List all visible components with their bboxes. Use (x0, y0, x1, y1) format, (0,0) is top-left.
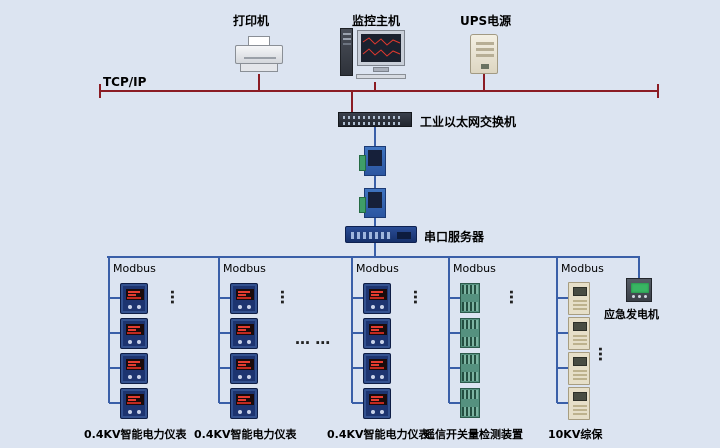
monitor-screen (361, 34, 401, 62)
protection-relay (568, 387, 590, 420)
caption-column-2: 0.4KV智能电力仪表 (194, 428, 297, 441)
modbus-label-4: Modbus (453, 262, 496, 275)
ellipsis-vertical: … (506, 289, 524, 305)
ethernet-switch-device (338, 112, 412, 127)
power-meter (363, 353, 391, 384)
caption-column-4: 遥信开关量检测装置 (424, 428, 523, 441)
printer-body (235, 45, 283, 64)
power-meter (230, 353, 258, 384)
printer-label: 打印机 (233, 14, 270, 28)
protection-relay (568, 282, 590, 315)
ellipsis-vertical: … (277, 289, 295, 305)
media-converter-1 (359, 146, 386, 176)
monitor-stand (373, 67, 389, 72)
monitor-host-label: 监控主机 (352, 14, 401, 28)
remote-signal-module (460, 388, 480, 418)
modbus-bus-wires (107, 127, 640, 404)
media-converter-2 (359, 188, 386, 218)
emergency-generator-device (626, 278, 652, 302)
ellipsis-vertical: … (595, 346, 613, 362)
modbus-label-3: Modbus (356, 262, 399, 275)
protection-relay (568, 352, 590, 385)
ellipsis-vertical: … (410, 289, 428, 305)
waveform-graphic (362, 37, 401, 57)
caption-column-1: 0.4KV智能电力仪表 (84, 428, 187, 441)
power-meter (230, 283, 258, 314)
power-meter (230, 388, 258, 419)
serial-port-server-device (345, 226, 417, 243)
tcpip-label: TCP/IP (103, 75, 147, 89)
keyboard (356, 74, 406, 79)
power-meter (120, 353, 148, 384)
tcpip-bus-wires (99, 74, 659, 113)
remote-signal-module (460, 318, 480, 348)
caption-column-3: 0.4KV智能电力仪表 (327, 428, 430, 441)
power-meter (120, 388, 148, 419)
remote-signal-module (460, 283, 480, 313)
power-meter (120, 283, 148, 314)
serial-server-label: 串口服务器 (424, 230, 485, 244)
ellipsis-horizontal: … … (295, 330, 331, 348)
monitoring-host-device (340, 26, 408, 82)
emergency-generator-label: 应急发电机 (604, 308, 659, 321)
crt-monitor (357, 30, 405, 66)
ups-label: UPS电源 (460, 14, 512, 28)
caption-column-5: 10KV综保 (548, 428, 603, 441)
power-meter (363, 318, 391, 349)
power-meter (363, 283, 391, 314)
ellipsis-vertical: … (167, 289, 185, 305)
modbus-label-5: Modbus (561, 262, 604, 275)
computer-tower (340, 28, 353, 76)
remote-signal-module (460, 353, 480, 383)
ups-device (470, 34, 498, 74)
printer-tray (240, 63, 278, 72)
printer-device (235, 36, 283, 74)
modbus-label-1: Modbus (113, 262, 156, 275)
power-meter (363, 388, 391, 419)
modbus-label-2: Modbus (223, 262, 266, 275)
ethernet-switch-label: 工业以太网交换机 (420, 115, 517, 129)
power-meter (230, 318, 258, 349)
protection-relay (568, 317, 590, 350)
power-meter (120, 318, 148, 349)
